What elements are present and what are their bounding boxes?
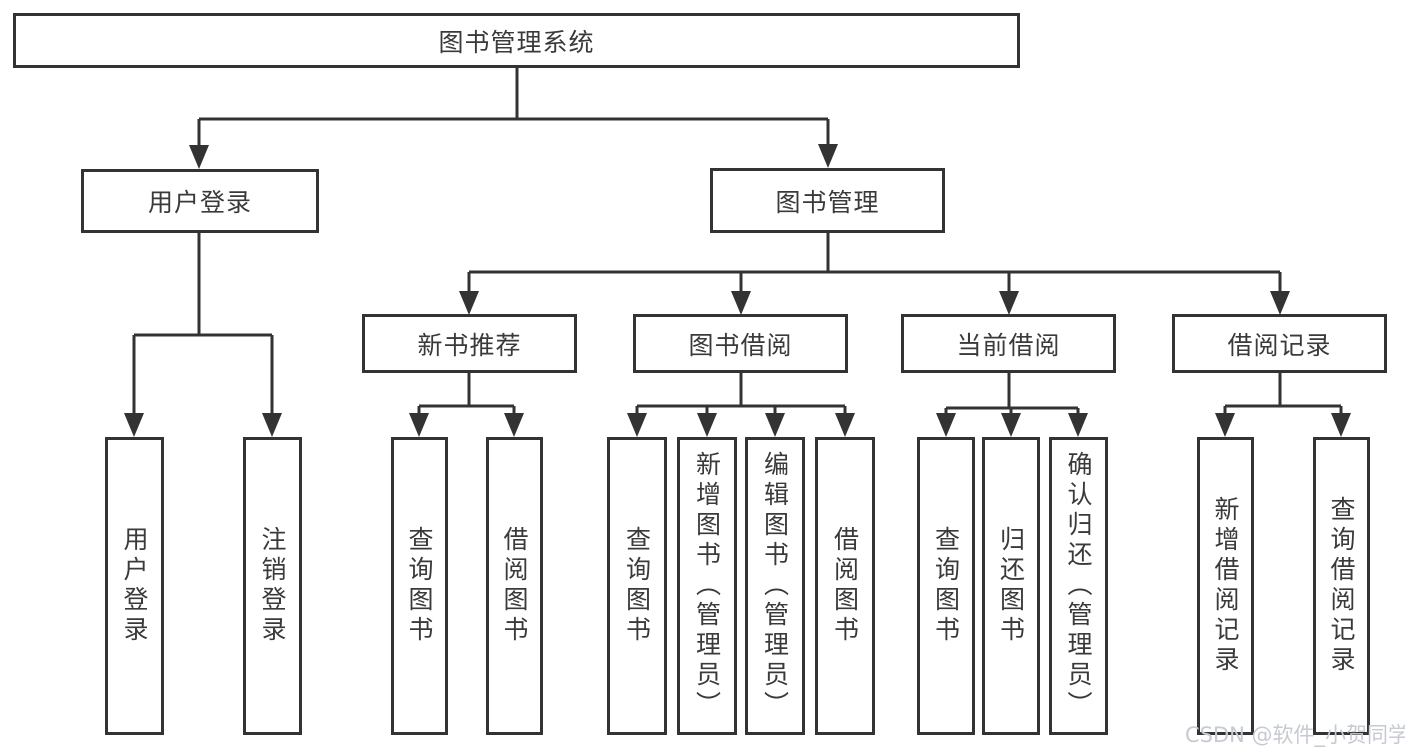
node-bb-edit-books-admin: 编辑图书（管理员） bbox=[745, 437, 805, 735]
node-book-management: 图书管理 bbox=[710, 168, 945, 233]
node-book-borrowing: 图书借阅 bbox=[633, 314, 848, 373]
csdn-watermark: CSDN @软件_小贺同学 bbox=[1185, 723, 1405, 747]
node-leaf-logout: 注销登录 bbox=[243, 437, 302, 735]
node-leaf-user-login: 用户登录 bbox=[105, 437, 164, 735]
node-borrowing-records: 借阅记录 bbox=[1172, 314, 1387, 373]
node-new-book-recommendation: 新书推荐 bbox=[362, 314, 577, 373]
node-root: 图书管理系统 bbox=[13, 13, 1020, 68]
node-user-login: 用户登录 bbox=[81, 169, 319, 233]
node-br-add-record: 新增借阅记录 bbox=[1197, 437, 1254, 735]
node-nbr-borrow-books: 借阅图书 bbox=[486, 437, 543, 735]
node-cb-confirm-return-admin: 确认归还（管理员） bbox=[1049, 437, 1108, 735]
node-br-query-record: 查询借阅记录 bbox=[1313, 437, 1370, 735]
node-cb-query-books: 查询图书 bbox=[917, 437, 975, 735]
node-current-borrowing: 当前借阅 bbox=[901, 314, 1116, 373]
node-nbr-query-books: 查询图书 bbox=[391, 437, 448, 735]
node-cb-return-books: 归还图书 bbox=[982, 437, 1040, 735]
node-bb-add-books-admin: 新增图书（管理员） bbox=[677, 437, 737, 735]
node-bb-query-books: 查询图书 bbox=[607, 437, 667, 735]
node-bb-borrow-books: 借阅图书 bbox=[815, 437, 875, 735]
